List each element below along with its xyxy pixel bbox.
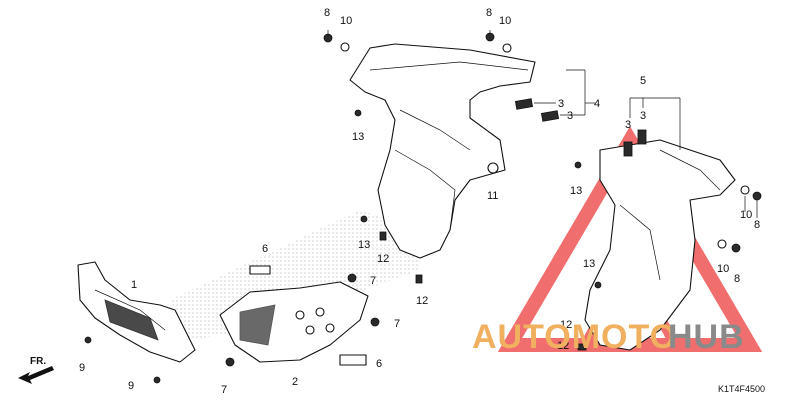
- callout-3: 3: [558, 98, 564, 110]
- callout-8: 8: [754, 219, 760, 231]
- callout-7: 7: [370, 275, 376, 287]
- upper-inner-cover: [349, 43, 560, 259]
- callout-6: 6: [376, 358, 382, 370]
- callout-3: 3: [640, 110, 646, 122]
- watermark-text: AUTOMOTO HUB: [472, 318, 745, 356]
- front-direction-arrow: FR.: [18, 356, 54, 384]
- callout-10: 10: [717, 263, 729, 275]
- callout-5: 5: [640, 75, 646, 87]
- callout-10: 10: [499, 15, 511, 27]
- callout-3: 3: [625, 119, 631, 131]
- under-cover: [219, 265, 369, 366]
- callout-7: 7: [221, 384, 227, 396]
- callout-numbers: 8 10 8 10 3 3 4 5 3 3 13 11 13 10 8 13 1…: [79, 7, 760, 396]
- callout-13: 13: [352, 131, 364, 143]
- watermark-text-orange: AUTOMOTO: [472, 318, 677, 356]
- callout-8: 8: [734, 273, 740, 285]
- callout-12: 12: [416, 295, 428, 307]
- callout-7: 7: [394, 318, 400, 330]
- callout-10: 10: [340, 15, 352, 27]
- callout-10: 10: [740, 209, 752, 221]
- right-side-cover: [584, 129, 736, 351]
- callout-13: 13: [570, 185, 582, 197]
- fasteners: [84, 32, 762, 384]
- front-lower-cover: [77, 261, 196, 363]
- callout-12: 12: [377, 253, 389, 265]
- callout-1: 1: [131, 279, 137, 291]
- callout-13: 13: [583, 258, 595, 270]
- callout-6: 6: [262, 243, 268, 255]
- direction-label: FR.: [30, 356, 46, 367]
- leader-lines: [327, 30, 758, 218]
- diagram-code: K1T4F4500: [718, 384, 765, 394]
- callout-3: 3: [567, 110, 573, 122]
- callout-12: 12: [557, 340, 569, 352]
- callout-8: 8: [486, 7, 492, 19]
- callout-9: 9: [79, 362, 85, 374]
- callout-4: 4: [594, 98, 600, 110]
- callout-2: 2: [292, 376, 298, 388]
- watermark-text-grey: HUB: [668, 318, 745, 356]
- callout-8: 8: [324, 7, 330, 19]
- callout-13: 13: [358, 239, 370, 251]
- callout-12: 12: [560, 319, 572, 331]
- callout-9: 9: [128, 380, 134, 392]
- callout-11: 11: [487, 190, 498, 202]
